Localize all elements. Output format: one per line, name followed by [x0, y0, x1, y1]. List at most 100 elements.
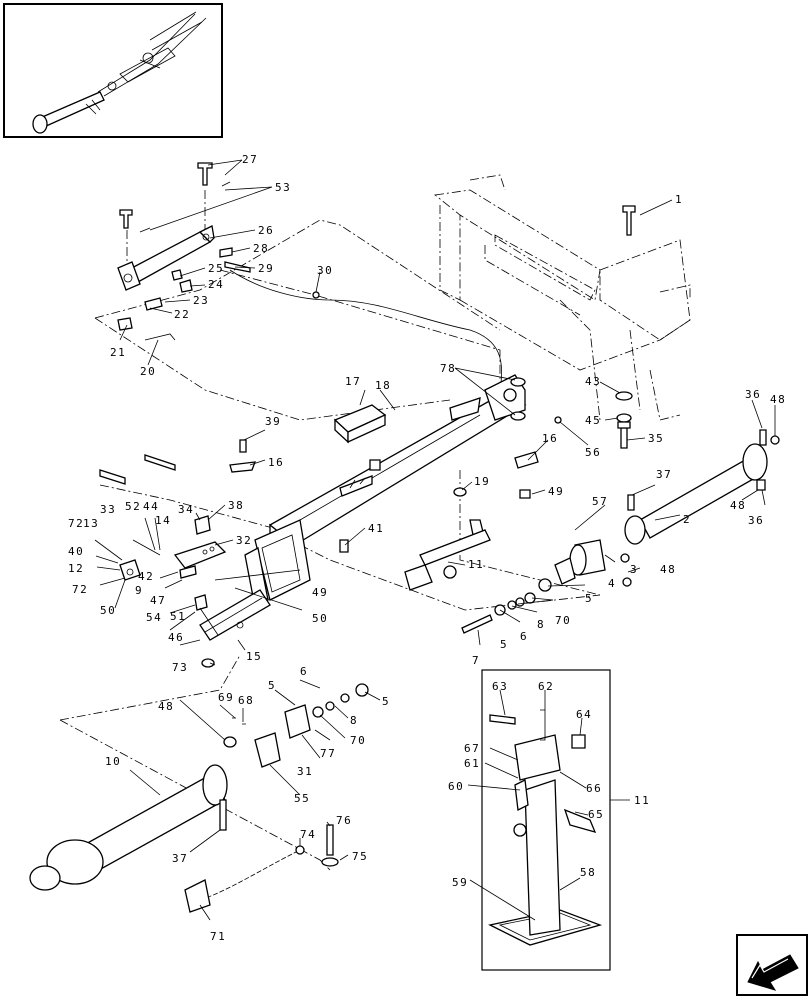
label-42: 42 — [138, 570, 154, 583]
label-48d: 48 — [158, 700, 174, 713]
label-57: 57 — [592, 495, 608, 508]
pto-driveshaft-right — [620, 429, 780, 587]
hitch-tongue-beam — [199, 374, 527, 641]
label-54: 54 — [146, 611, 162, 624]
label-69: 69 — [218, 691, 234, 704]
label-5b: 5 — [500, 638, 508, 651]
label-70b: 70 — [350, 734, 366, 747]
jack-stand-small — [404, 519, 491, 591]
label-77: 77 — [320, 747, 336, 760]
label-68: 68 — [238, 694, 254, 707]
label-6a: 6 — [520, 630, 528, 643]
label-31: 31 — [297, 765, 313, 778]
label-30: 30 — [317, 264, 333, 277]
label-32: 32 — [236, 534, 252, 547]
label-16b: 16 — [542, 432, 558, 445]
label-11b: 11 — [634, 794, 650, 807]
label-50a: 50 — [100, 604, 116, 617]
label-23: 23 — [193, 294, 209, 307]
label-49b: 49 — [312, 586, 328, 599]
label-7: 7 — [472, 654, 480, 667]
label-55: 55 — [294, 792, 310, 805]
label-38: 38 — [228, 499, 244, 512]
label-15: 15 — [246, 650, 262, 663]
label-43: 43 — [585, 375, 601, 388]
label-52: 52 — [125, 500, 141, 513]
label-3: 3 — [630, 563, 638, 576]
label-72a: 72 — [68, 517, 84, 530]
label-64: 64 — [576, 708, 592, 721]
label-67: 67 — [464, 742, 480, 755]
label-78: 78 — [440, 362, 456, 375]
assembly-overview-thumbnail[interactable] — [3, 3, 223, 138]
label-21: 21 — [110, 346, 126, 359]
label-25: 25 — [208, 262, 224, 275]
label-46: 46 — [168, 631, 184, 644]
storage-tube-17 — [333, 404, 387, 444]
label-5d: 5 — [382, 695, 390, 708]
center-hardware-cluster — [232, 683, 369, 768]
right-hardware-cluster — [453, 205, 636, 499]
pto-shield-and-washers — [461, 539, 606, 634]
label-41: 41 — [368, 522, 384, 535]
label-60: 60 — [448, 780, 464, 793]
label-72b: 72 — [72, 583, 88, 596]
label-50b: 50 — [312, 612, 328, 625]
label-40: 40 — [68, 545, 84, 558]
label-74: 74 — [300, 828, 316, 841]
label-14: 14 — [155, 514, 171, 527]
label-16a: 16 — [268, 456, 284, 469]
label-62: 62 — [538, 680, 554, 693]
label-45: 45 — [585, 414, 601, 427]
label-48a: 48 — [770, 393, 786, 406]
previous-page-arrow-icon[interactable] — [736, 934, 808, 996]
label-70a: 70 — [555, 614, 571, 627]
label-59: 59 — [452, 876, 468, 889]
label-66: 66 — [586, 782, 602, 795]
label-5c: 5 — [268, 679, 276, 692]
label-49a: 49 — [548, 485, 564, 498]
label-26: 26 — [258, 224, 274, 237]
label-19: 19 — [474, 475, 490, 488]
label-73: 73 — [172, 661, 188, 674]
label-8b: 8 — [350, 714, 358, 727]
label-22: 22 — [174, 308, 190, 321]
label-65: 65 — [588, 808, 604, 821]
label-17: 17 — [345, 375, 361, 388]
label-5a: 5 — [585, 592, 593, 605]
label-48c: 48 — [660, 563, 676, 576]
label-76: 76 — [336, 814, 352, 827]
label-35: 35 — [648, 432, 664, 445]
frame-outline-ghost — [434, 174, 691, 421]
label-4: 4 — [608, 577, 616, 590]
label-36a: 36 — [745, 388, 761, 401]
jack-stand-large — [488, 709, 603, 946]
label-34: 34 — [178, 503, 194, 516]
label-11a: 11 — [468, 558, 484, 571]
pto-driveshaft-left — [29, 736, 237, 891]
label-56: 56 — [585, 446, 601, 459]
hydraulic-hose — [229, 269, 503, 391]
label-2: 2 — [683, 513, 691, 526]
label-48b: 48 — [730, 499, 746, 512]
label-29: 29 — [258, 262, 274, 275]
label-37a: 37 — [656, 468, 672, 481]
label-58: 58 — [580, 866, 596, 879]
label-12: 12 — [68, 562, 84, 575]
label-53: 53 — [275, 181, 291, 194]
label-10: 10 — [105, 755, 121, 768]
label-37b: 37 — [172, 852, 188, 865]
label-39: 39 — [265, 415, 281, 428]
label-33: 33 — [100, 503, 116, 516]
label-61: 61 — [464, 757, 480, 770]
label-47: 47 — [150, 594, 166, 607]
label-51: 51 — [170, 610, 186, 623]
label-44: 44 — [143, 500, 159, 513]
label-36b: 36 — [748, 514, 764, 527]
label-24: 24 — [208, 278, 224, 291]
label-6b: 6 — [300, 665, 308, 678]
label-63: 63 — [492, 680, 508, 693]
label-71: 71 — [210, 930, 226, 943]
left-bracket-cluster — [99, 439, 349, 668]
